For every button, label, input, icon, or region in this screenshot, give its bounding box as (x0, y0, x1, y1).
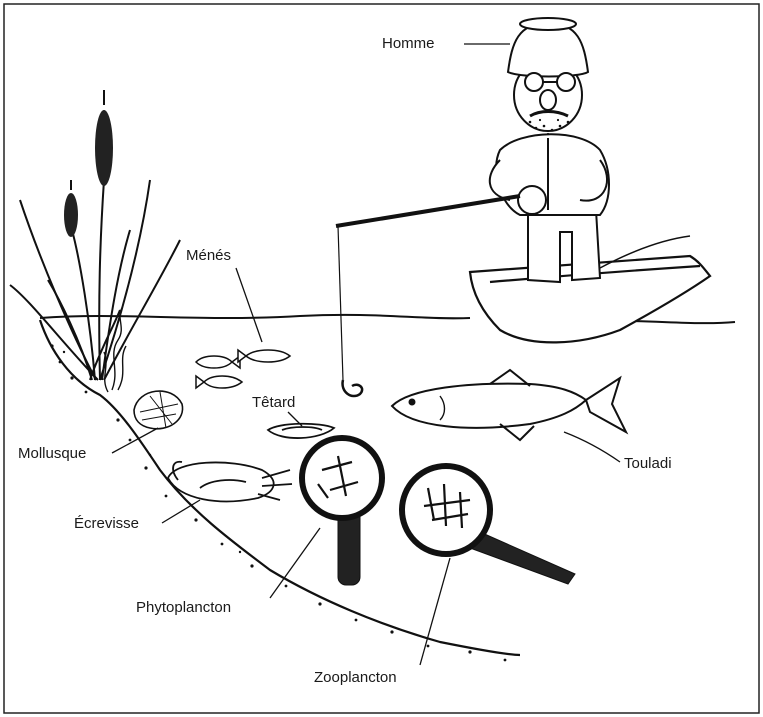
label-touladi: Touladi (624, 456, 672, 471)
fisherman (490, 18, 609, 282)
minnows (196, 350, 290, 388)
cattail-heads (64, 90, 113, 237)
label-tetard: Têtard (252, 395, 295, 410)
diagram-border (4, 4, 759, 713)
cattail-plants (10, 180, 180, 380)
label-mollusque: Mollusque (18, 446, 86, 461)
label-phytoplancton: Phytoplancton (136, 600, 231, 615)
crayfish (168, 462, 292, 502)
label-ecrevisse: Écrevisse (74, 516, 139, 531)
lake-trout (392, 370, 626, 440)
label-zooplancton: Zooplancton (314, 670, 397, 685)
phytoplankton-magnifier (302, 438, 382, 585)
mollusc-shell (134, 391, 183, 429)
label-menes: Ménés (186, 248, 231, 263)
zooplankton-magnifier (402, 466, 575, 584)
label-homme: Homme (382, 36, 435, 51)
